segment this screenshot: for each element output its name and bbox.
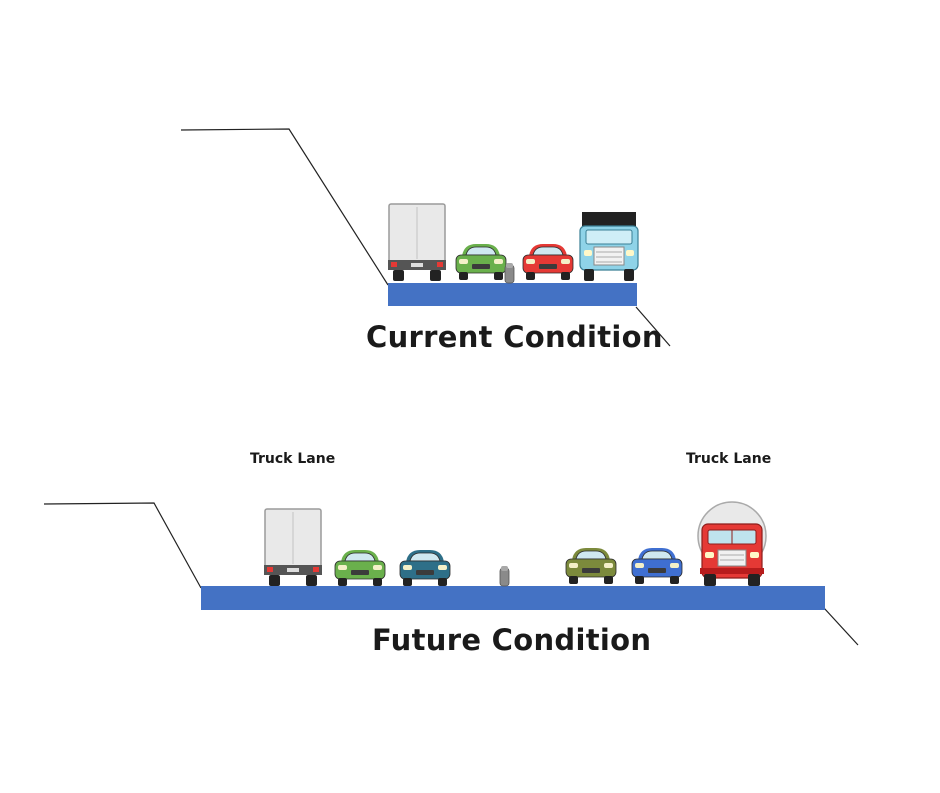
box-truck-icon <box>263 508 323 587</box>
box-truck-icon <box>387 203 447 282</box>
tanker-truck-icon <box>697 501 767 587</box>
future-road-deck <box>201 586 825 610</box>
car-icon <box>455 243 507 281</box>
future-left-truck-lane-label: Truck Lane <box>250 451 336 467</box>
current-section <box>180 128 671 347</box>
barrier-icon <box>499 565 510 587</box>
car-icon <box>334 549 386 587</box>
current-right-slope-line <box>635 306 671 347</box>
current-left-slope-line <box>180 128 389 286</box>
car-icon <box>522 243 574 281</box>
future-left-slope-line <box>43 502 202 589</box>
semi-truck-icon <box>579 211 639 282</box>
current-road-deck <box>388 283 637 306</box>
future-right-truck-lane-label: Truck Lane <box>686 451 772 467</box>
car-icon <box>631 547 683 585</box>
future-right-slope-line <box>823 607 859 646</box>
barrier-icon <box>504 262 515 284</box>
future-condition-title: Future Condition <box>372 623 652 657</box>
car-icon <box>565 547 617 585</box>
current-condition-title: Current Condition <box>366 320 663 354</box>
car-icon <box>399 549 451 587</box>
future-section <box>43 501 859 646</box>
